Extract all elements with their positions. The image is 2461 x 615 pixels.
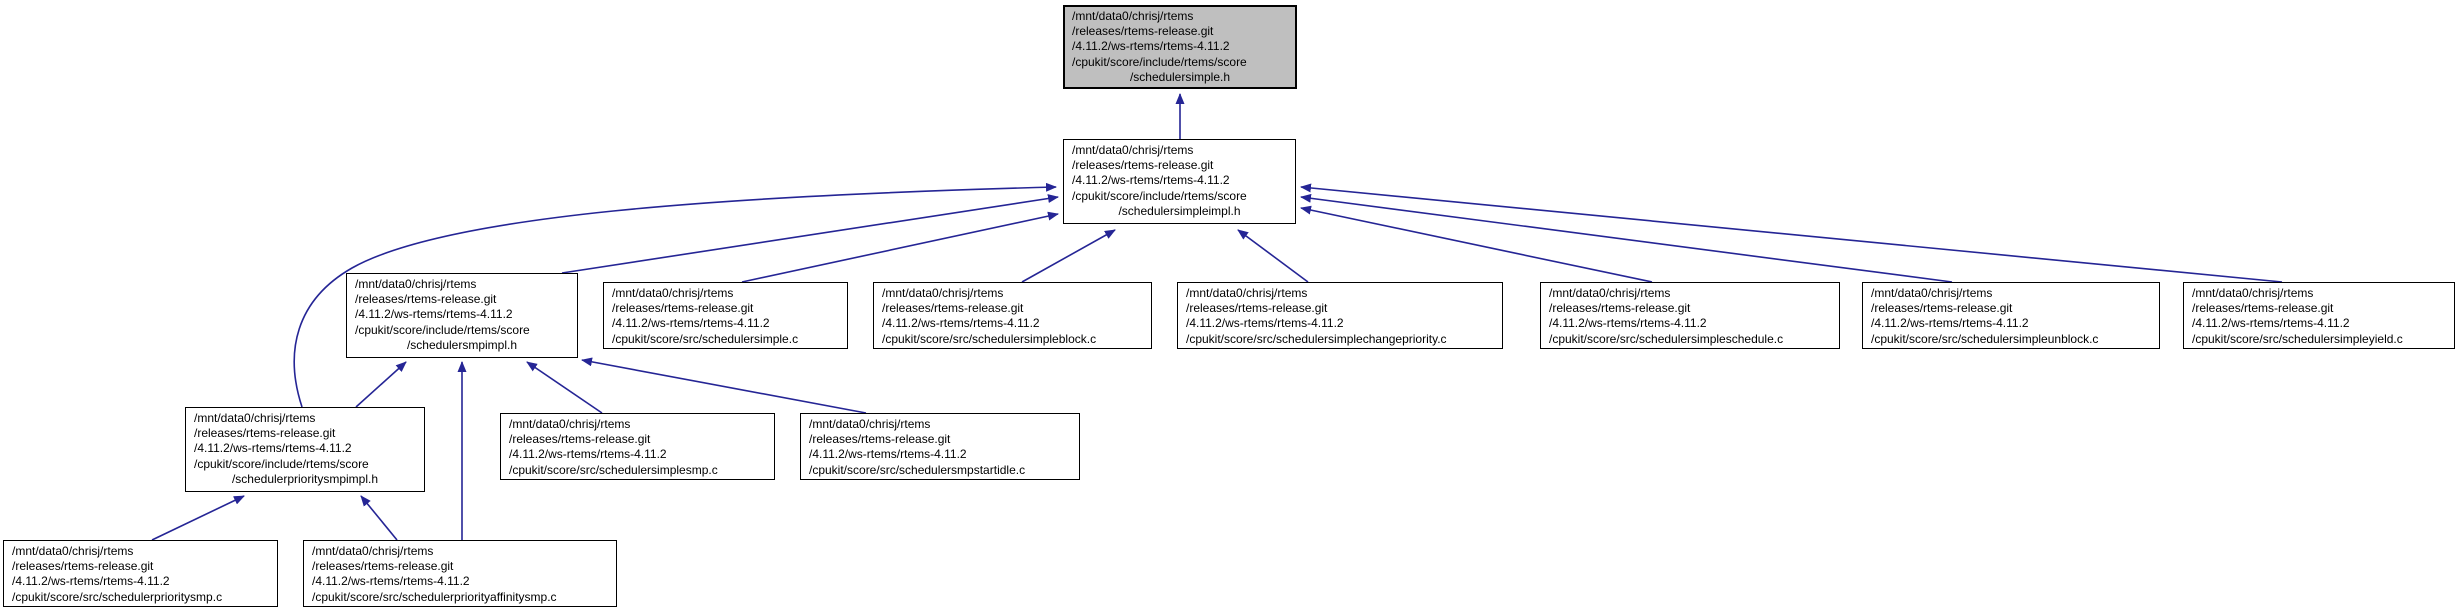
node-path-line: /mnt/data0/chrisj/rtems xyxy=(809,417,931,431)
node-schedulersimplechangepriority-c[interactable]: /mnt/data0/chrisj/rtems /releases/rtems-… xyxy=(1177,282,1503,349)
node-path-line: /mnt/data0/chrisj/rtems xyxy=(509,417,631,431)
node-path-line: /4.11.2/ws-rtems/rtems-4.11.2 xyxy=(1072,173,1230,188)
node-path-line: /cpukit/score/src/schedulersimplechangep… xyxy=(1186,331,1447,346)
node-schedulersimpleimpl-h[interactable]: /mnt/data0/chrisj/rtems /releases/rtems-… xyxy=(1063,139,1296,224)
node-path-line: /mnt/data0/chrisj/rtems xyxy=(1072,9,1194,23)
node-path-line: /releases/rtems-release.git xyxy=(612,301,754,316)
node-path-line: /4.11.2/ws-rtems/rtems-4.11.2 xyxy=(882,316,1040,331)
node-path-line: /mnt/data0/chrisj/rtems xyxy=(1186,286,1308,300)
node-path-line: /mnt/data0/chrisj/rtems xyxy=(1549,286,1671,300)
node-path-line: /mnt/data0/chrisj/rtems xyxy=(12,544,134,558)
edge-schedulersmpstartidle-to-schedulersmpimpl xyxy=(581,357,867,414)
node-schedulersimpleunblock-c[interactable]: /mnt/data0/chrisj/rtems /releases/rtems-… xyxy=(1862,282,2160,349)
node-schedulersimpleyield-c[interactable]: /mnt/data0/chrisj/rtems /releases/rtems-… xyxy=(2183,282,2455,349)
node-schedulerpriorityaffinitysmp-c[interactable]: /mnt/data0/chrisj/rtems /releases/rtems-… xyxy=(303,540,617,607)
node-path-line: /4.11.2/ws-rtems/rtems-4.11.2 xyxy=(1072,39,1230,54)
node-path-line: /4.11.2/ws-rtems/rtems-4.11.2 xyxy=(12,574,170,589)
node-schedulersimple-c[interactable]: /mnt/data0/chrisj/rtems /releases/rtems-… xyxy=(603,282,848,349)
node-path-line: /cpukit/score/src/schedulersimplesmp.c xyxy=(509,462,718,477)
node-path-line: /4.11.2/ws-rtems/rtems-4.11.2 xyxy=(612,316,770,331)
node-path-line: /4.11.2/ws-rtems/rtems-4.11.2 xyxy=(809,447,967,462)
edge-schedulersimpleyield-to-schedulersimpleimpl xyxy=(1300,183,2283,283)
node-path-line: /4.11.2/ws-rtems/rtems-4.11.2 xyxy=(2192,316,2350,331)
node-path-line: /cpukit/score/include/rtems/score xyxy=(1072,54,1247,69)
node-path-line: /releases/rtems-release.git xyxy=(12,559,154,574)
node-path-line: /cpukit/score/include/rtems/score xyxy=(194,456,369,471)
node-path-line: /mnt/data0/chrisj/rtems xyxy=(2192,286,2314,300)
node-path-line: /cpukit/score/src/schedulersimple.c xyxy=(612,331,799,346)
node-path-line: /mnt/data0/chrisj/rtems xyxy=(882,286,1004,300)
node-path-line: /mnt/data0/chrisj/rtems xyxy=(355,277,477,291)
node-path-line: /mnt/data0/chrisj/rtems xyxy=(312,544,434,558)
node-schedulersimple-h[interactable]: /mnt/data0/chrisj/rtems /releases/rtems-… xyxy=(1063,5,1297,89)
node-path-line: /cpukit/score/src/schedulerprioritysmp.c xyxy=(12,589,223,604)
edge-schedulersimpleblock-to-schedulersimpleimpl xyxy=(1021,229,1116,283)
node-path-line: /4.11.2/ws-rtems/rtems-4.11.2 xyxy=(1186,316,1344,331)
node-path-line: /releases/rtems-release.git xyxy=(312,559,454,574)
node-path-line: /schedulersimpleimpl.h xyxy=(1118,203,1241,218)
edge-schedulersmpimpl-to-schedulersimpleimpl xyxy=(561,194,1059,274)
node-path-line: /releases/rtems-release.git xyxy=(1072,158,1214,173)
node-path-line: /4.11.2/ws-rtems/rtems-4.11.2 xyxy=(1549,316,1707,331)
node-path-line: /4.11.2/ws-rtems/rtems-4.11.2 xyxy=(1871,316,2029,331)
node-path-line: /cpukit/score/src/schedulerpriorityaffin… xyxy=(312,589,557,604)
node-path-line: /releases/rtems-release.git xyxy=(509,432,651,447)
node-schedulersmpimpl-h[interactable]: /mnt/data0/chrisj/rtems /releases/rtems-… xyxy=(346,273,578,358)
node-path-line: /schedulersmpimpl.h xyxy=(406,337,518,352)
node-schedulerprioritysmp-c[interactable]: /mnt/data0/chrisj/rtems /releases/rtems-… xyxy=(3,540,278,607)
node-path-line: /releases/rtems-release.git xyxy=(809,432,951,447)
node-path-line: /releases/rtems-release.git xyxy=(882,301,1024,316)
edge-schedulersimple-c-to-schedulersimpleimpl xyxy=(741,211,1059,283)
node-path-line: /cpukit/score/include/rtems/score xyxy=(355,322,530,337)
node-path-line: /releases/rtems-release.git xyxy=(1072,24,1214,39)
edge-schedulerprioritysmpimpl-to-schedulersimpleimpl xyxy=(293,182,1057,408)
node-path-line: /releases/rtems-release.git xyxy=(194,426,336,441)
edge-schedulerprioritysmp-to-schedulerprioritysmpimpl xyxy=(151,495,245,541)
edge-schedulersimplechangepriority-to-schedulersimpleimpl xyxy=(1237,229,1309,283)
node-path-line: /mnt/data0/chrisj/rtems xyxy=(1072,143,1194,157)
node-schedulersimpleschedule-c[interactable]: /mnt/data0/chrisj/rtems /releases/rtems-… xyxy=(1540,282,1840,349)
node-path-line: /releases/rtems-release.git xyxy=(2192,301,2334,316)
node-path-line: /4.11.2/ws-rtems/rtems-4.11.2 xyxy=(194,441,352,456)
node-path-line: /mnt/data0/chrisj/rtems xyxy=(612,286,734,300)
node-path-line: /schedulerprioritysmpimpl.h xyxy=(231,471,379,486)
edge-schedulersimplesmp-to-schedulersmpimpl xyxy=(526,361,603,414)
node-path-line: /cpukit/score/include/rtems/score xyxy=(1072,188,1247,203)
edge-schedulersimpleunblock-to-schedulersimpleimpl xyxy=(1300,193,1953,283)
node-path-line: /schedulersimple.h xyxy=(1129,69,1231,84)
node-path-line: /cpukit/score/src/schedulersimpleunblock… xyxy=(1871,331,2099,346)
node-path-line: /releases/rtems-release.git xyxy=(1549,301,1691,316)
node-path-line: /cpukit/score/src/schedulersmpstartidle.… xyxy=(809,462,1026,477)
node-path-line: /cpukit/score/src/schedulersimpleyield.c xyxy=(2192,331,2403,346)
edge-schedulersimpleschedule-to-schedulersimpleimpl xyxy=(1300,205,1653,283)
node-path-line: /releases/rtems-release.git xyxy=(1871,301,2013,316)
node-path-line: /releases/rtems-release.git xyxy=(355,292,497,307)
node-path-line: /releases/rtems-release.git xyxy=(1186,301,1328,316)
node-path-line: /mnt/data0/chrisj/rtems xyxy=(1871,286,1993,300)
node-path-line: /4.11.2/ws-rtems/rtems-4.11.2 xyxy=(509,447,667,462)
node-path-line: /cpukit/score/src/schedulersimpleblock.c xyxy=(882,331,1097,346)
node-path-line: /cpukit/score/src/schedulersimpleschedul… xyxy=(1549,331,1784,346)
node-schedulerprioritysmpimpl-h[interactable]: /mnt/data0/chrisj/rtems /releases/rtems-… xyxy=(185,407,425,492)
edge-schedulerprioritysmpimpl-to-schedulersmpimpl xyxy=(355,361,407,408)
node-path-line: /4.11.2/ws-rtems/rtems-4.11.2 xyxy=(312,574,470,589)
node-path-line: /4.11.2/ws-rtems/rtems-4.11.2 xyxy=(355,307,513,322)
node-path-line: /mnt/data0/chrisj/rtems xyxy=(194,411,316,425)
node-schedulersimplesmp-c[interactable]: /mnt/data0/chrisj/rtems /releases/rtems-… xyxy=(500,413,775,480)
node-schedulersmpstartidle-c[interactable]: /mnt/data0/chrisj/rtems /releases/rtems-… xyxy=(800,413,1080,480)
edge-schedulerpriorityaffinitysmp-to-schedulerprioritysmpimpl xyxy=(360,495,398,541)
node-schedulersimpleblock-c[interactable]: /mnt/data0/chrisj/rtems /releases/rtems-… xyxy=(873,282,1152,349)
